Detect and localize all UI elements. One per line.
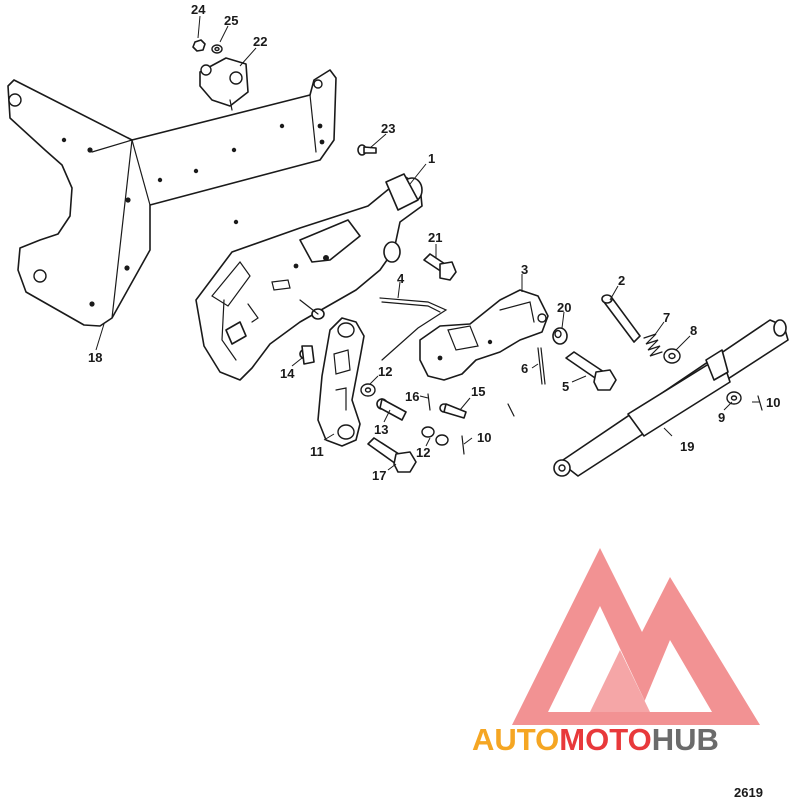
callout-8: 8	[690, 323, 697, 338]
callout-3: 3	[521, 262, 528, 277]
part-17-bolt	[367, 437, 417, 473]
part-9-washer	[726, 391, 742, 405]
leader-lines	[95, 15, 760, 471]
part-19-cylinder	[553, 319, 789, 477]
part-5-bolt	[565, 351, 617, 391]
callout-6: 6	[521, 361, 528, 376]
callout-19: 19	[680, 439, 694, 454]
part-1-lever-plate	[195, 173, 423, 381]
watermark-moto: MOTO	[559, 722, 651, 757]
callout-14: 14	[280, 366, 295, 381]
callout-2: 2	[618, 273, 625, 288]
callout-1: 1	[428, 151, 435, 166]
callout-13: 13	[374, 422, 388, 437]
part-13-stud	[376, 398, 407, 421]
part-20-bushing	[552, 327, 568, 345]
part-10-cotter-pin-right	[757, 395, 763, 411]
callout-12-lower: 12	[416, 445, 430, 460]
part-23-screw	[357, 144, 377, 156]
callout-15: 15	[471, 384, 485, 399]
callout-22: 22	[253, 34, 267, 49]
callout-10-left: 10	[477, 430, 491, 445]
callout-9: 9	[718, 410, 725, 425]
callout-21: 21	[428, 230, 442, 245]
callout-7: 7	[663, 310, 670, 325]
callout-24: 24	[191, 2, 206, 17]
part-3-cam	[419, 289, 549, 381]
part-22-switch	[199, 57, 249, 111]
part-21-bolt	[423, 253, 457, 281]
callout-12-upper: 12	[378, 364, 392, 379]
part-7-spring	[643, 333, 663, 357]
callout-23: 23	[381, 121, 395, 136]
part-15-pin	[439, 403, 467, 419]
part-8-washer	[663, 348, 681, 364]
callout-5: 5	[562, 379, 569, 394]
callout-16: 16	[405, 389, 419, 404]
callout-4: 4	[397, 271, 405, 286]
callout-labels: 1 2 3 4 5 6 7 8 9 10 10 11 12 12 13 14 1…	[88, 2, 780, 483]
callout-20: 20	[557, 300, 571, 315]
part-2-pin	[601, 294, 641, 343]
part-24-nut	[192, 39, 206, 52]
part-12-washer-upper	[360, 383, 376, 397]
callout-10-right: 10	[766, 395, 780, 410]
figure-number: 2619	[734, 785, 763, 800]
part-16-cotter-pin	[427, 393, 431, 411]
callout-11: 11	[310, 444, 324, 459]
watermark-hub: HUB	[652, 722, 719, 757]
part-25-washer	[211, 44, 223, 54]
watermark-logo: AUTOMOTOHUB	[472, 548, 760, 757]
part-11-lever-arm	[317, 317, 365, 447]
watermark-text: AUTOMOTOHUB	[472, 722, 719, 757]
part-4-spring-wire	[379, 297, 448, 361]
callout-18: 18	[88, 350, 102, 365]
part-10-cotter-pin-left	[461, 403, 515, 455]
callout-17: 17	[372, 468, 386, 483]
part-12-washer-lower	[421, 426, 449, 446]
part-14-pivot	[299, 345, 315, 365]
callout-25: 25	[224, 13, 238, 28]
watermark-auto: AUTO	[472, 722, 559, 757]
part-6-cotter-pin	[537, 347, 546, 385]
part-18-mounting-bracket	[7, 69, 337, 327]
